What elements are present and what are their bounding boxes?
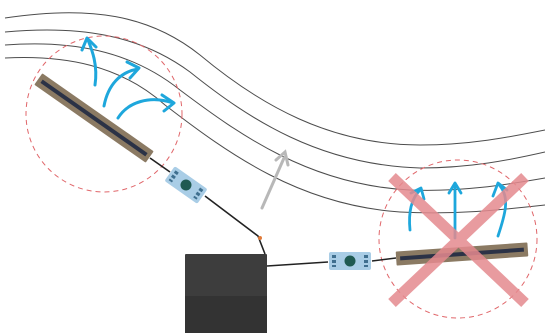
connector-dot [258,236,262,240]
flow-arrow [496,184,508,238]
cable-left [149,157,171,173]
module-pins [168,170,204,200]
arrow-head [447,181,463,195]
field-line [4,43,545,191]
cable-right [266,261,329,267]
module-dot [180,179,192,191]
flow-arrow [116,98,175,120]
field-line [4,29,545,169]
cables [149,157,397,267]
flow-arrow [102,67,140,108]
range-circle-left [25,35,183,193]
field-line [4,12,545,146]
arrow-head [491,181,509,198]
board-bar [400,247,524,261]
range-circle-right [378,159,538,319]
field-line [4,57,545,214]
board-bar [40,79,148,157]
module-right [329,252,371,270]
module-pins [332,255,368,267]
flow-arrow [408,188,422,232]
cross-icon [388,173,529,307]
flow-arrow [86,38,98,87]
cable-left-2 [204,195,266,255]
arrow-head [160,93,176,113]
module-left [165,166,207,204]
board-misaligned [395,242,529,266]
cable-right-2 [371,257,397,262]
board-aligned [34,73,154,163]
controller-shade [185,296,267,333]
arrow-head [125,60,141,80]
direction-arrow [260,149,290,210]
arrow-head [80,36,98,52]
module-dot [344,255,356,267]
flow-arrows-left [80,36,176,120]
